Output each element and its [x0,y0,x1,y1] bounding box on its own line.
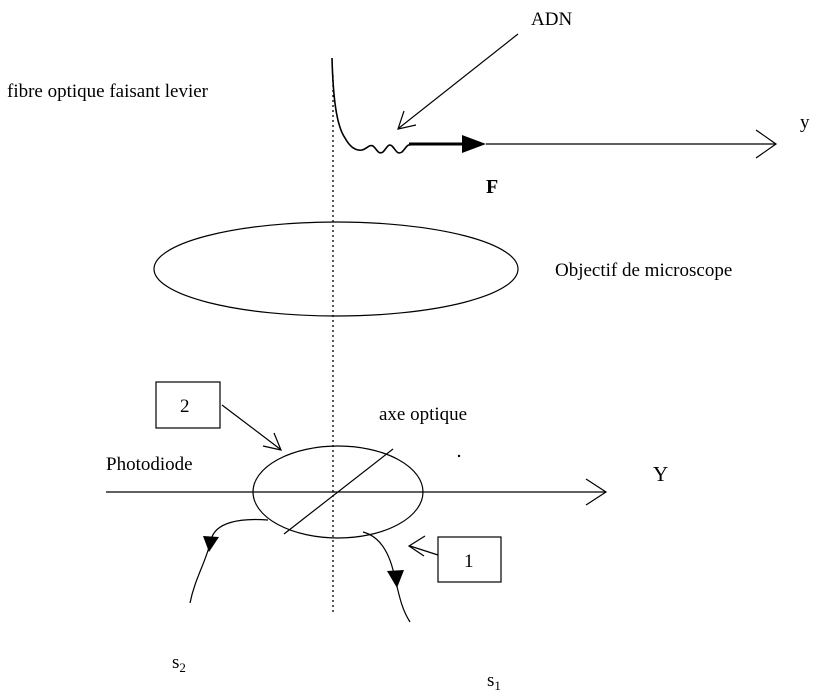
s2-lead-arrow [203,536,219,552]
photodiode-split-line [283,448,394,535]
optical-fiber-lever [331,57,412,154]
s1-lead-arrow [387,570,404,588]
Y-axis-label: Y [653,462,668,486]
s1-label-sub: 1 [494,678,501,693]
s2-label-sub: 2 [179,660,186,675]
stray-dot [457,454,461,458]
box-1-arrow-line [409,545,439,556]
s2-lead-wire [189,518,269,604]
force-label: F [486,176,498,198]
s2-label: s2 [172,652,186,675]
box-1 [437,536,502,583]
box-1-arrow-head [407,535,426,557]
s2-label-main: s [172,652,179,673]
photodiode-ellipse [252,445,424,539]
s1-lead-wire [362,531,411,623]
s1-label: s1 [487,670,501,693]
force-arrow-head [462,135,486,153]
s1-label-main: s [487,670,494,691]
box-2-arrow-line [221,404,281,450]
optical-axis-label: axe optique [379,404,467,425]
adn-pointer-head [397,110,417,130]
box-1-label: 1 [464,551,474,572]
photodiode-label: Photodiode [106,454,193,475]
microscope-objective-lens [153,221,519,317]
y-axis-arrowhead [755,129,778,159]
y-axis-label: y [800,112,810,133]
adn-label: ADN [531,9,572,30]
adn-pointer-line [398,33,519,129]
fiber-label: fibre optique faisant levier [7,81,209,102]
Y-axis-arrowhead [585,478,608,506]
box-2-label: 2 [180,396,190,417]
objective-label: Objectif de microscope [555,260,732,281]
box-2-arrow-head [262,432,282,451]
box-2 [155,381,221,429]
